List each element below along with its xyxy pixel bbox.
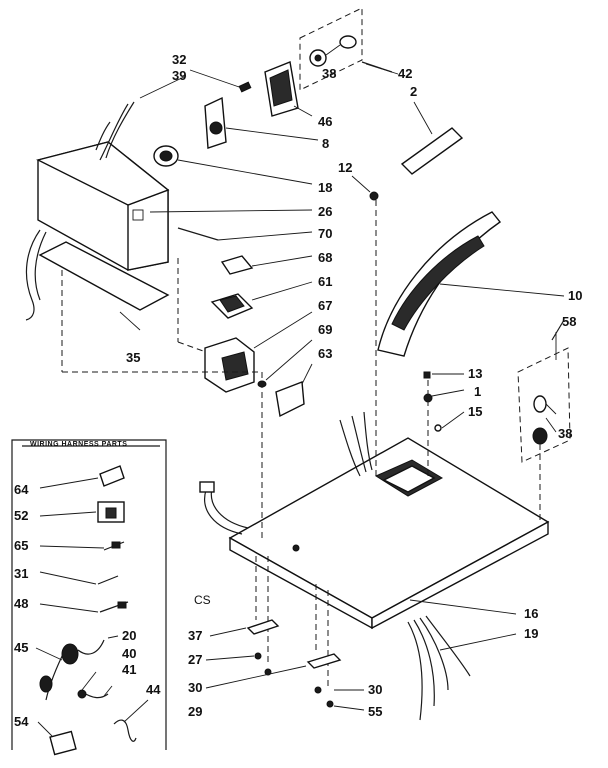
wiring-harness-box: WIRING HARNESS PARTS [11,439,167,756]
label-63: 63 [318,346,332,361]
part-67-motor [204,311,313,393]
part-12-screw [351,175,379,201]
label-30-right: 30 [368,682,382,697]
label-35: 35 [126,350,140,365]
wiring-center [339,411,373,477]
label-64: 64 [14,482,29,497]
label-12: 12 [338,160,352,175]
label-29: 29 [188,704,202,719]
label-31: 31 [14,566,28,581]
label-44: 44 [146,682,161,697]
bottom-fasteners [205,619,365,711]
label-20: 20 [122,628,136,643]
label-cs: CS [194,593,211,607]
switch-group-box-58 [517,319,571,463]
part-8-switch [204,96,319,149]
label-39: 39 [172,68,186,83]
label-19: 19 [524,626,538,641]
wiring-19 [407,615,517,721]
label-32: 32 [172,52,186,67]
label-40: 40 [122,646,136,661]
label-16: 16 [524,606,538,621]
part-68-clip [220,255,313,275]
harness-box-title: WIRING HARNESS PARTS [30,441,127,448]
part-63-cover [275,363,313,418]
part-61-block [210,281,313,319]
part-18-knob [153,145,313,185]
label-67: 67 [318,298,332,313]
parts-13-1-15 [423,371,465,432]
label-15: 15 [468,404,482,419]
label-55: 55 [368,704,382,719]
part-labels: 32 39 38 42 2 46 8 12 18 26 70 68 61 67 … [14,52,582,729]
label-41: 41 [122,662,136,677]
part-70-rod [177,227,313,241]
part-2-panel [400,101,464,175]
part-35-plate [38,241,170,331]
label-13: 13 [468,366,482,381]
label-65: 65 [14,538,28,553]
label-pointers [139,63,557,433]
part-32-screw [189,69,252,93]
label-58: 58 [562,314,576,329]
main-top-panel [228,437,550,630]
label-27: 27 [188,652,202,667]
label-52: 52 [14,508,28,523]
part-38-top [309,35,357,67]
label-46: 46 [318,114,332,129]
label-30-left: 30 [188,680,202,695]
label-45: 45 [14,640,28,655]
label-38-right: 38 [558,426,572,441]
label-2: 2 [410,84,417,99]
label-37: 37 [188,628,202,643]
label-18: 18 [318,180,332,195]
part-46-bracket [264,61,313,117]
label-48: 48 [14,596,28,611]
label-42: 42 [398,66,412,81]
label-54: 54 [14,714,29,729]
wiring-left [199,481,249,535]
leader-dashes [61,200,541,690]
label-68: 68 [318,250,332,265]
switch-group-box-42 [299,7,393,91]
label-1: 1 [474,384,481,399]
label-8: 8 [322,136,329,151]
label-69: 69 [318,322,332,337]
wiring-bundle-39 [25,101,135,321]
label-61: 61 [318,274,332,289]
part-10-overlay [377,211,565,357]
label-26: 26 [318,204,332,219]
label-70: 70 [318,226,332,241]
label-38-top: 38 [322,66,336,81]
label-10: 10 [568,288,582,303]
